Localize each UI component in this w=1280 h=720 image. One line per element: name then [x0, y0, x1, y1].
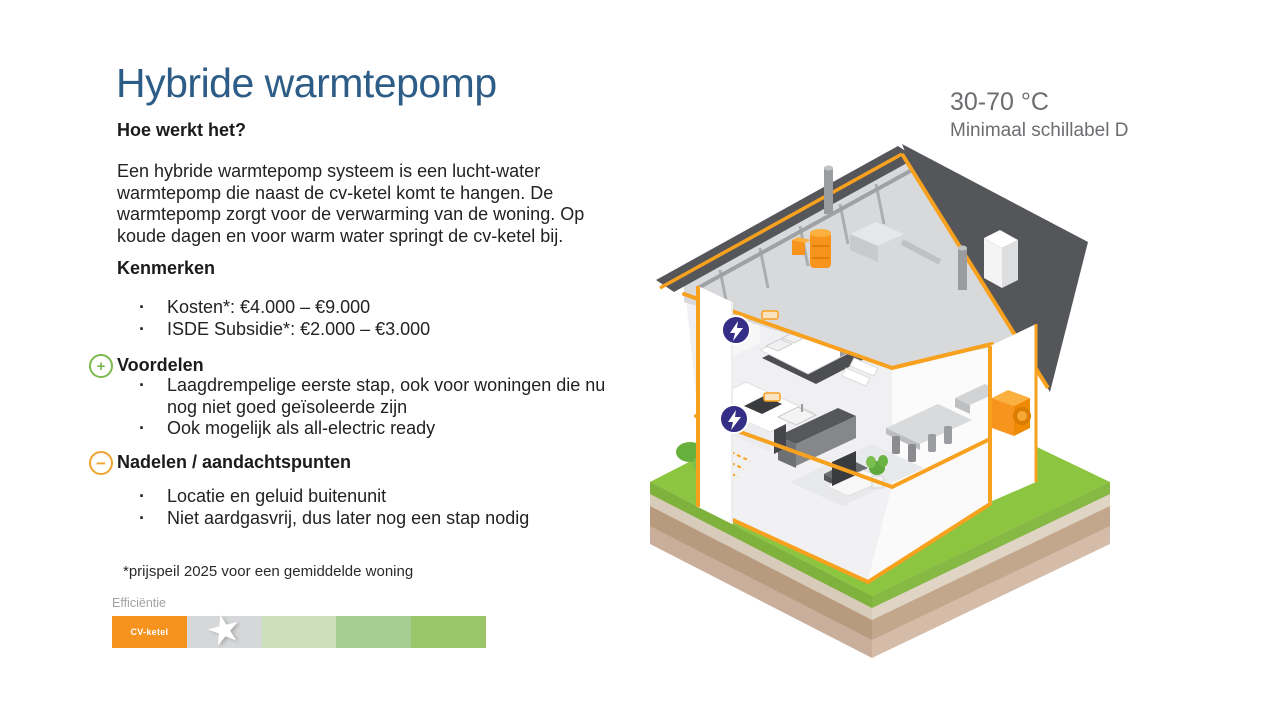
- efficiency-segment-4: [411, 616, 486, 648]
- sofa: [774, 408, 856, 468]
- voordelen-heading-label: Voordelen: [117, 355, 204, 375]
- insulation-label: Minimaal schillabel D: [950, 120, 1129, 141]
- temperature-range: 30-70 °C: [950, 88, 1049, 116]
- air-handling-unit: [850, 222, 942, 265]
- efficiency-bar: CV-ketel ★: [112, 604, 486, 657]
- list-item: ISDE Subsidie*: €2.000 – €3.000: [117, 319, 637, 341]
- list-item: Kosten*: €4.000 – €9.000: [117, 297, 637, 319]
- chimney: [984, 230, 1018, 288]
- interior-lower-right-wall: [868, 436, 992, 580]
- floor-trim-lines: [682, 292, 994, 585]
- plus-circle-icon: +: [89, 354, 113, 378]
- lightning-badge-icon: [719, 315, 751, 434]
- star-icon: ★: [201, 603, 248, 657]
- nadelen-heading-label: Nadelen / aandachtspunten: [117, 452, 352, 472]
- efficiency-segment-2: [261, 616, 337, 648]
- list-item: Ook mogelijk als all-electric ready: [117, 418, 637, 440]
- list-item: Niet aardgasvrij, dus later nog een stap…: [117, 508, 637, 530]
- nadelen-heading: − Nadelen / aandachtspunten: [89, 451, 352, 475]
- how-it-works-body: Een hybride warmtepomp systeem is een lu…: [117, 161, 585, 246]
- page-title: Hybride warmtepomp: [116, 60, 497, 106]
- efficiency-segment-3: [336, 616, 412, 648]
- voordelen-list: Laagdrempelige eerste stap, ook voor won…: [117, 375, 637, 440]
- efficiency-label: Efficiëntie: [112, 596, 166, 610]
- dining-table: [886, 404, 972, 462]
- water-tank-icon: [792, 229, 831, 268]
- sink: [776, 406, 818, 426]
- efficiency-segment-0: CV-ketel: [112, 616, 187, 648]
- cv-ketel-label: CV-ketel: [130, 627, 169, 637]
- nadelen-list: Locatie en geluid buitenunit Niet aardga…: [117, 486, 637, 529]
- kenmerken-list: Kosten*: €4.000 – €9.000 ISDE Subsidie*:…: [117, 297, 637, 340]
- voordelen-heading: + Voordelen: [89, 354, 204, 378]
- vent-pipe-icon: [824, 165, 967, 290]
- interior-lower-left-wall: [698, 416, 892, 580]
- temperature-callout: 30-70 °C Minimaal schillabel D: [950, 88, 1128, 142]
- price-footnote: *prijspeil 2025 voor een gemiddelde woni…: [123, 563, 414, 580]
- list-item: Locatie en geluid buitenunit: [117, 486, 637, 508]
- house-illustration: [650, 144, 1110, 658]
- minus-circle-icon: −: [89, 451, 113, 475]
- outdoor-heat-pump-unit-icon: [992, 390, 1031, 436]
- kenmerken-heading: Kenmerken: [117, 258, 216, 278]
- efficiency-segment-1: ★: [186, 604, 262, 657]
- how-it-works-heading: Hoe werkt het?: [117, 120, 247, 140]
- purlin-beam: [697, 168, 913, 290]
- list-item: Laagdrempelige eerste stap, ook voor won…: [117, 375, 637, 418]
